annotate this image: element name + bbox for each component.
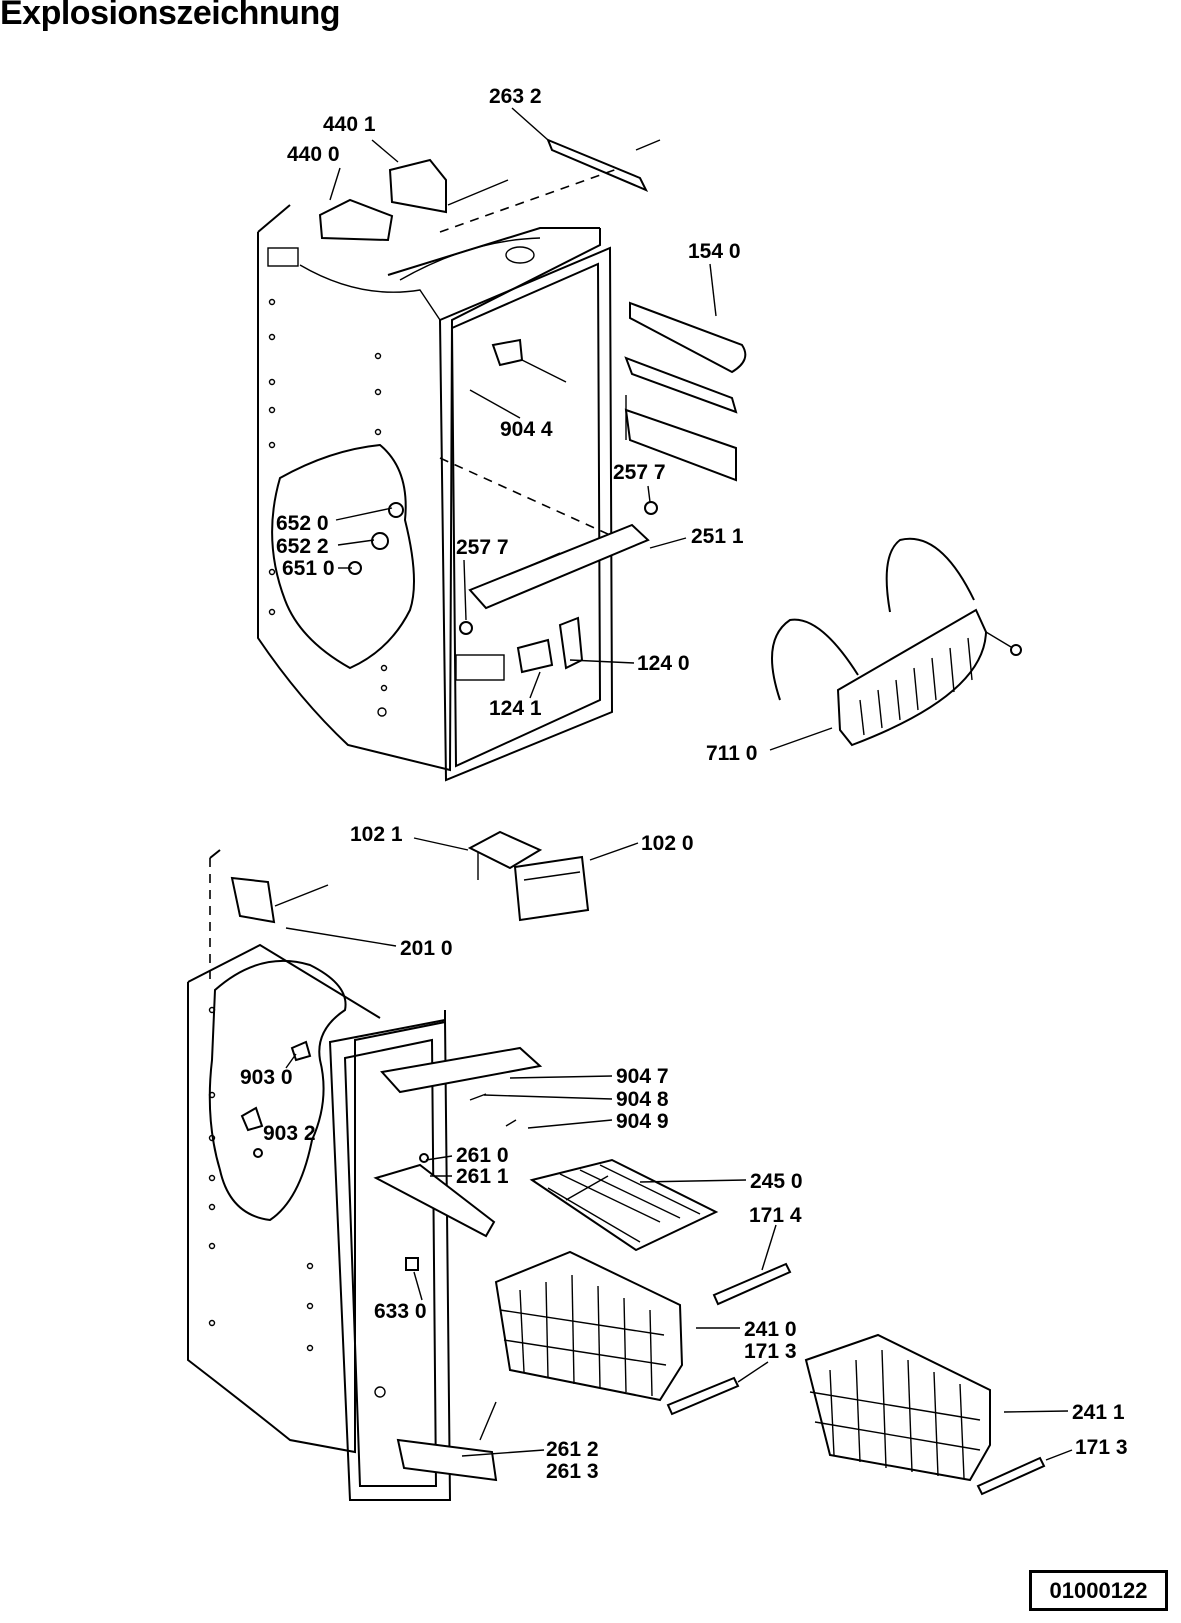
leader-lines <box>285 107 1073 1461</box>
callout-245-0: 245 0 <box>750 1170 803 1193</box>
callout-903-2: 903 2 <box>263 1122 316 1145</box>
callout-102-1: 102 1 <box>350 823 403 846</box>
callout-903-0: 903 0 <box>240 1066 293 1089</box>
callout-904-9: 904 9 <box>616 1110 669 1133</box>
callout-257-7-upper: 257 7 <box>613 461 666 484</box>
callout-261-3: 261 3 <box>546 1460 599 1483</box>
callout-261-2: 261 2 <box>546 1438 599 1461</box>
callout-440-0: 440 0 <box>287 143 340 166</box>
page-title: Explosionszeichnung <box>0 0 340 32</box>
callout-124-0: 124 0 <box>637 652 690 675</box>
upper-cabinet-drawing <box>257 138 1022 782</box>
callout-904-4: 904 4 <box>500 418 553 441</box>
lower-cabinet-drawing <box>187 830 1046 1501</box>
callout-633-0: 633 0 <box>374 1300 427 1323</box>
callout-261-0: 261 0 <box>456 1144 509 1167</box>
callout-904-8: 904 8 <box>616 1088 669 1111</box>
callout-257-7-lower: 257 7 <box>456 536 509 559</box>
callout-124-1: 124 1 <box>489 697 542 720</box>
callout-154-0: 154 0 <box>688 240 741 263</box>
callout-251-1: 251 1 <box>691 525 744 548</box>
callout-171-3-lower: 171 3 <box>1075 1436 1128 1459</box>
callout-440-1: 440 1 <box>323 113 376 136</box>
document-number-box: 01000122 <box>1029 1570 1168 1611</box>
callout-904-7: 904 7 <box>616 1065 669 1088</box>
callout-263-2: 263 2 <box>489 85 542 108</box>
callout-201-0: 201 0 <box>400 937 453 960</box>
callout-652-0: 652 0 <box>276 512 329 535</box>
callout-711-0: 711 0 <box>706 742 757 765</box>
callout-261-1: 261 1 <box>456 1165 509 1188</box>
callout-171-3-upper: 171 3 <box>744 1340 797 1363</box>
callout-102-0: 102 0 <box>641 832 694 855</box>
callout-652-2: 652 2 <box>276 535 329 558</box>
callout-171-4: 171 4 <box>749 1204 802 1227</box>
callout-651-0: 651 0 <box>282 557 335 580</box>
callout-241-0: 241 0 <box>744 1318 797 1341</box>
callout-labels: 263 2 440 1 440 0 154 0 904 4 257 7 251 … <box>240 85 1128 1483</box>
callout-241-1: 241 1 <box>1072 1401 1125 1424</box>
